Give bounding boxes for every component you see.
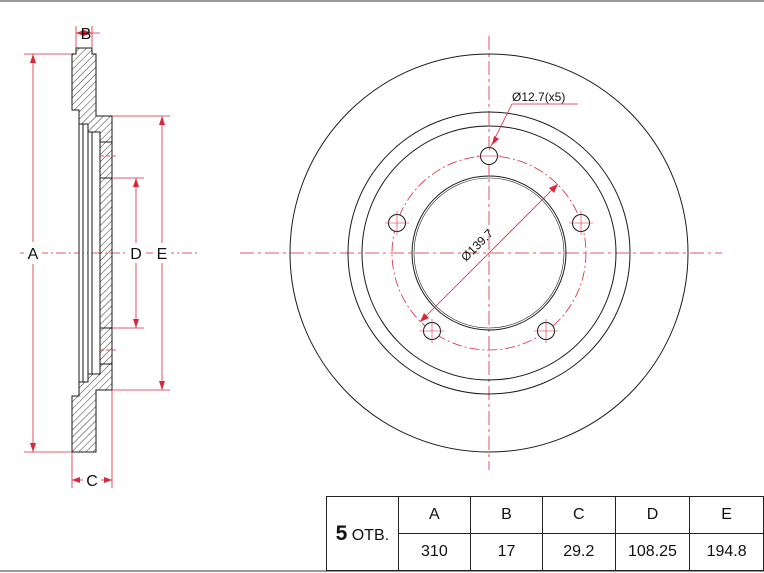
dim-e-arrow-bottom [159, 381, 165, 390]
front-view: Ø12.7(x5) Ø139.7 [240, 36, 722, 470]
bolt-hole-2 [569, 211, 593, 235]
rotor-hat-inner [87, 131, 93, 375]
holes-count: 5 [335, 521, 348, 545]
bolt-hole-leader-arrow [492, 136, 499, 145]
dim-c-arrow-right [104, 477, 112, 483]
bolt-hole-4 [420, 319, 444, 343]
pcd-label: Ø139.7 [458, 226, 496, 264]
dim-d-label: D [130, 246, 142, 263]
dim-d-arrow-bottom [133, 319, 139, 328]
bolt-hole-1 [477, 147, 501, 165]
bolt-hole-leader [488, 103, 578, 151]
spec-value-row: 310 17 29.2 108.25 194.8 [327, 533, 764, 571]
dim-e-label: E [157, 246, 168, 263]
center-bore [411, 175, 567, 331]
header-d: D [614, 496, 691, 534]
header-b: B [470, 496, 543, 534]
disc-outer-edge [289, 53, 689, 453]
header-a: A [397, 496, 472, 534]
dim-b-arrow-left [76, 30, 84, 36]
header-e: E [689, 496, 764, 534]
dim-b-arrow-right [84, 30, 92, 36]
dim-c-label: C [86, 473, 98, 490]
dim-b-label: B [81, 26, 92, 43]
rotor-hat-face [78, 123, 84, 383]
dim-e-arrow-top [159, 116, 165, 125]
value-d: 108.25 [614, 533, 691, 571]
hat-inner-edge [361, 125, 617, 381]
bolt-hole-3 [534, 319, 558, 343]
dim-a-arrow-top [30, 54, 36, 63]
bolt-hole-5 [385, 211, 409, 235]
dim-c-arrow-left [72, 477, 80, 483]
holes-cell: 5 ОТВ. [326, 496, 399, 571]
value-b: 17 [470, 533, 543, 571]
dim-a-label: A [28, 246, 39, 263]
bolt-hole-label: Ø12.7(x5) [512, 90, 565, 104]
spec-header-row: 5 ОТВ. A B C D E [326, 496, 764, 571]
upper-ring-section [71, 47, 113, 143]
side-section-view: A B C D E [20, 26, 200, 490]
lower-ring-section [71, 363, 113, 453]
value-e: 194.8 [689, 533, 764, 571]
value-c: 29.2 [541, 533, 616, 571]
pcd-diameter-line [419, 183, 559, 323]
pcd-arrow-upper [549, 184, 558, 193]
hat-outer-edge [347, 111, 631, 395]
value-a: 310 [397, 533, 472, 571]
holes-unit: ОТВ. [351, 526, 390, 544]
dim-d-arrow-top [133, 178, 139, 187]
pcd-arrow-lower [420, 313, 429, 322]
hub-hat-wall [99, 141, 113, 365]
center-bore-chamfer [413, 177, 565, 329]
header-c: C [541, 496, 616, 534]
spec-table: 5 ОТВ. A B C D E 310 17 29.2 108.25 194.… [326, 496, 764, 571]
dim-a-arrow-bottom [30, 443, 36, 452]
